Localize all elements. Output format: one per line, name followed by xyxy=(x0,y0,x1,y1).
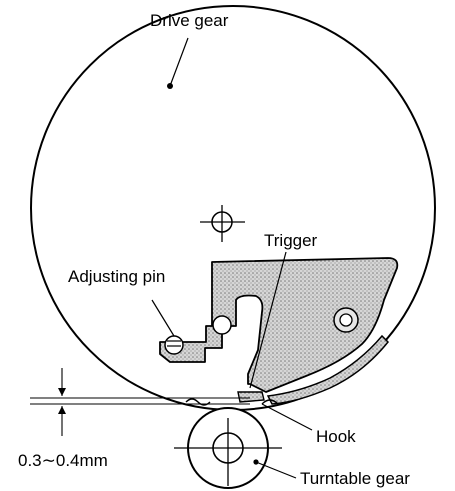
hook-label: Hook xyxy=(316,427,356,446)
hook-leader xyxy=(261,403,313,431)
clearance-label: 0.3∼0.4mm xyxy=(18,451,108,470)
lever-pivot xyxy=(333,307,359,333)
adjusting-pin xyxy=(164,335,184,355)
drive-gear-leader-line xyxy=(169,37,189,87)
trigger-lever xyxy=(159,257,399,393)
turntable-gear-leader xyxy=(255,461,297,479)
lever-pin xyxy=(212,315,232,335)
lever-lower-arm xyxy=(266,334,390,405)
turntable-gear xyxy=(174,407,282,489)
adjusting-pin-label: Adjusting pin xyxy=(68,267,166,286)
drive-gear-label: Drive gear xyxy=(150,11,229,30)
clearance-dimension xyxy=(30,368,250,436)
trigger-leader xyxy=(249,251,287,389)
turntable-gear-label: Turntable gear xyxy=(300,469,410,488)
drive-gear-center-mark xyxy=(200,205,245,242)
adjusting-pin-leader xyxy=(151,299,175,337)
hook xyxy=(185,391,279,406)
trigger-label: Trigger xyxy=(264,231,318,250)
